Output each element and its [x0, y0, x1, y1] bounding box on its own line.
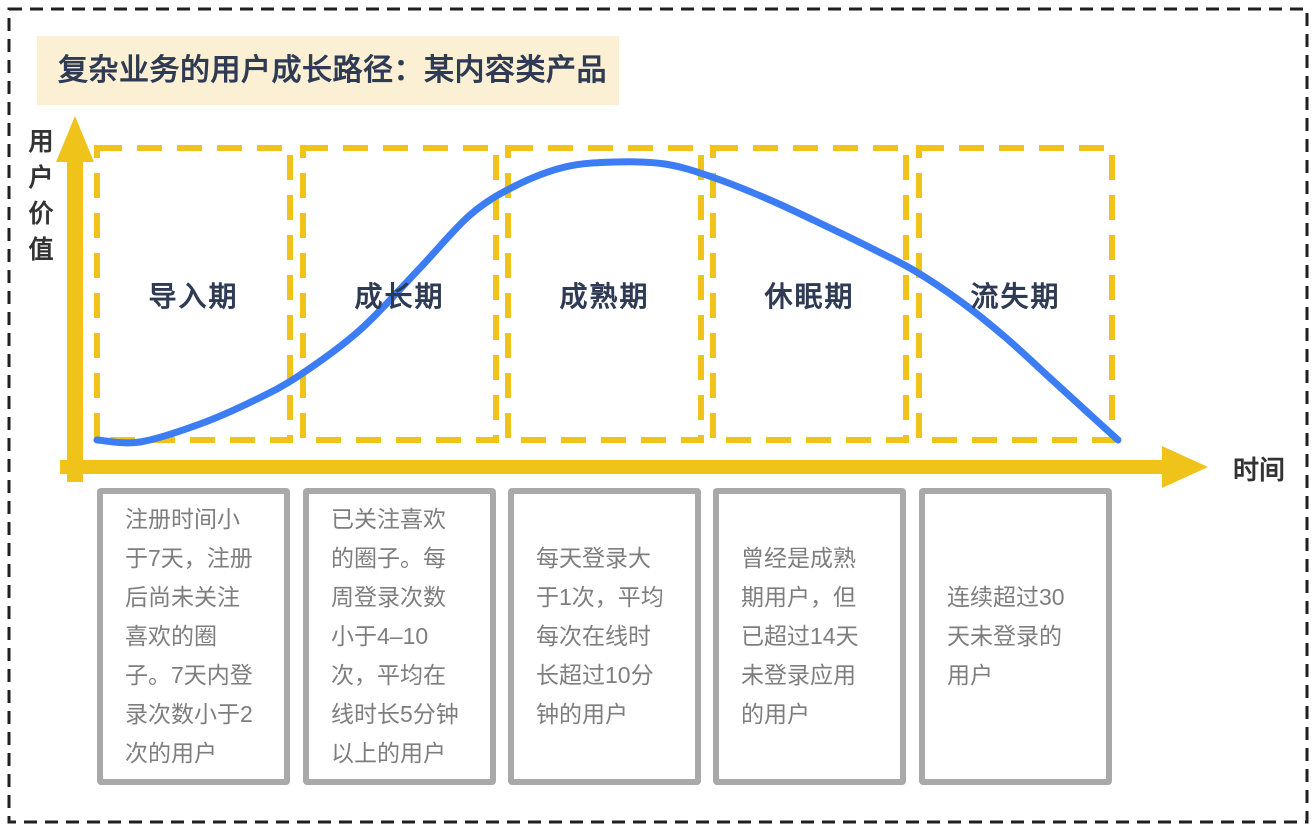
stage-description-text: 连续超过30天未登录的用户 [947, 584, 1065, 688]
stage-description-box-maturity: 每天登录大于1次，平均每次在线时长超过10分钟的用户 [508, 488, 701, 785]
stage-description-text: 已关注喜欢的圈子。每周登录次数小于4–10次，平均在线时长5分钟以上的用户 [331, 506, 459, 766]
stage-box-maturity [505, 145, 704, 443]
stage-description-box-intro: 注册时间小于7天，注册后尚未关注喜欢的圈子。7天内登录次数小于2次的用户 [97, 488, 290, 785]
stage-label-churn: 流失期 [970, 281, 1061, 312]
outer-dashed-border [7, 7, 1309, 824]
y-axis-line [67, 152, 83, 482]
stage-label-maturity: 成熟期 [559, 281, 650, 312]
stage-box-growth [300, 145, 499, 443]
x-axis-arrowhead-icon [1162, 446, 1208, 488]
y-axis-arrowhead-icon [56, 116, 94, 162]
stage-dashed-boxes [94, 145, 1115, 443]
y-axis [56, 116, 94, 482]
stage-label-growth: 成长期 [354, 281, 445, 312]
stage-box-churn [916, 145, 1115, 443]
stage-box-dormant [710, 145, 909, 443]
user-value-curve [93, 158, 1122, 447]
stage-box-intro [94, 145, 293, 443]
stage-description-text: 每天登录大于1次，平均每次在线时长超过10分钟的用户 [536, 545, 664, 727]
stage-description-box-dormant: 曾经是成熟期用户，但已超过14天未登录应用的用户 [713, 488, 906, 785]
stage-description-box-churn: 连续超过30天未登录的用户 [919, 488, 1112, 785]
y-axis-label: 用户价值 [25, 128, 53, 272]
stage-description-text: 注册时间小于7天，注册后尚未关注喜欢的圈子。7天内登录次数小于2次的用户 [125, 506, 253, 766]
stage-label-dormant: 休眠期 [764, 281, 855, 312]
stage-description-text: 曾经是成熟期用户，但已超过14天未登录应用的用户 [741, 545, 859, 727]
diagram-title: 复杂业务的用户成长路径：某内容类产品 [37, 36, 619, 105]
stage-label-intro: 导入期 [148, 281, 239, 312]
x-axis-line [60, 460, 1165, 474]
x-axis [60, 446, 1208, 488]
x-axis-label: 时间 [1233, 455, 1286, 485]
stage-description-box-growth: 已关注喜欢的圈子。每周登录次数小于4–10次，平均在线时长5分钟以上的用户 [303, 488, 496, 785]
